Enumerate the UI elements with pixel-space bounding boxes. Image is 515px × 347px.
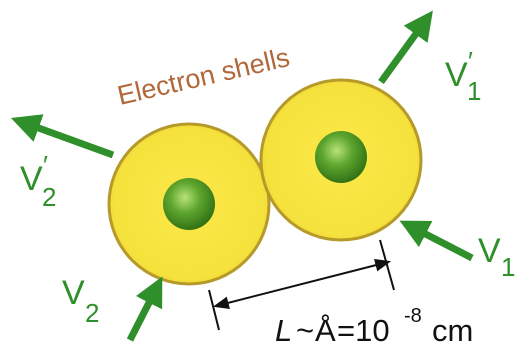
v1-prime-base: V bbox=[445, 56, 468, 94]
length-tilde: ~ bbox=[296, 313, 314, 347]
arrow-v1-prime bbox=[378, 10, 433, 85]
v2-sub: 2 bbox=[85, 298, 99, 328]
arrow-v2 bbox=[126, 276, 163, 342]
electron-shells-label: Electron shells bbox=[115, 42, 293, 111]
dimension-tick-right bbox=[379, 239, 395, 291]
v2-prime-label: V ′ 2 bbox=[20, 150, 56, 212]
nucleus-left bbox=[163, 178, 215, 230]
v2-label: V 2 bbox=[62, 274, 99, 328]
v2-prime-sub: 2 bbox=[42, 182, 56, 212]
length-formula: L ~ Å =10 -8 cm bbox=[275, 305, 473, 347]
v1-prime-sub: 1 bbox=[467, 76, 481, 106]
nucleus-right bbox=[315, 131, 367, 183]
length-exponent: -8 bbox=[404, 305, 422, 327]
atom-right bbox=[259, 78, 423, 242]
distance-dimension bbox=[208, 239, 395, 331]
v2-prime-mark: ′ bbox=[43, 150, 48, 180]
v2-prime-base: V bbox=[20, 160, 43, 198]
v1-sub: 1 bbox=[501, 252, 515, 282]
v1-prime-label: V ′ 1 bbox=[445, 46, 481, 106]
length-angstrom: Å bbox=[315, 313, 336, 347]
v2-base: V bbox=[62, 274, 85, 312]
arrow-v2-prime bbox=[10, 114, 115, 159]
length-var: L bbox=[275, 313, 292, 347]
length-unit: cm bbox=[432, 313, 473, 347]
dimension-arrow bbox=[212, 258, 392, 310]
v1-base: V bbox=[478, 232, 501, 270]
v1-prime-mark: ′ bbox=[468, 46, 473, 76]
dimension-tick-left bbox=[208, 289, 220, 331]
length-equals: =10 bbox=[337, 313, 390, 347]
atom-left bbox=[107, 122, 271, 286]
arrow-v1 bbox=[399, 220, 474, 262]
v1-label: V 1 bbox=[478, 232, 515, 282]
